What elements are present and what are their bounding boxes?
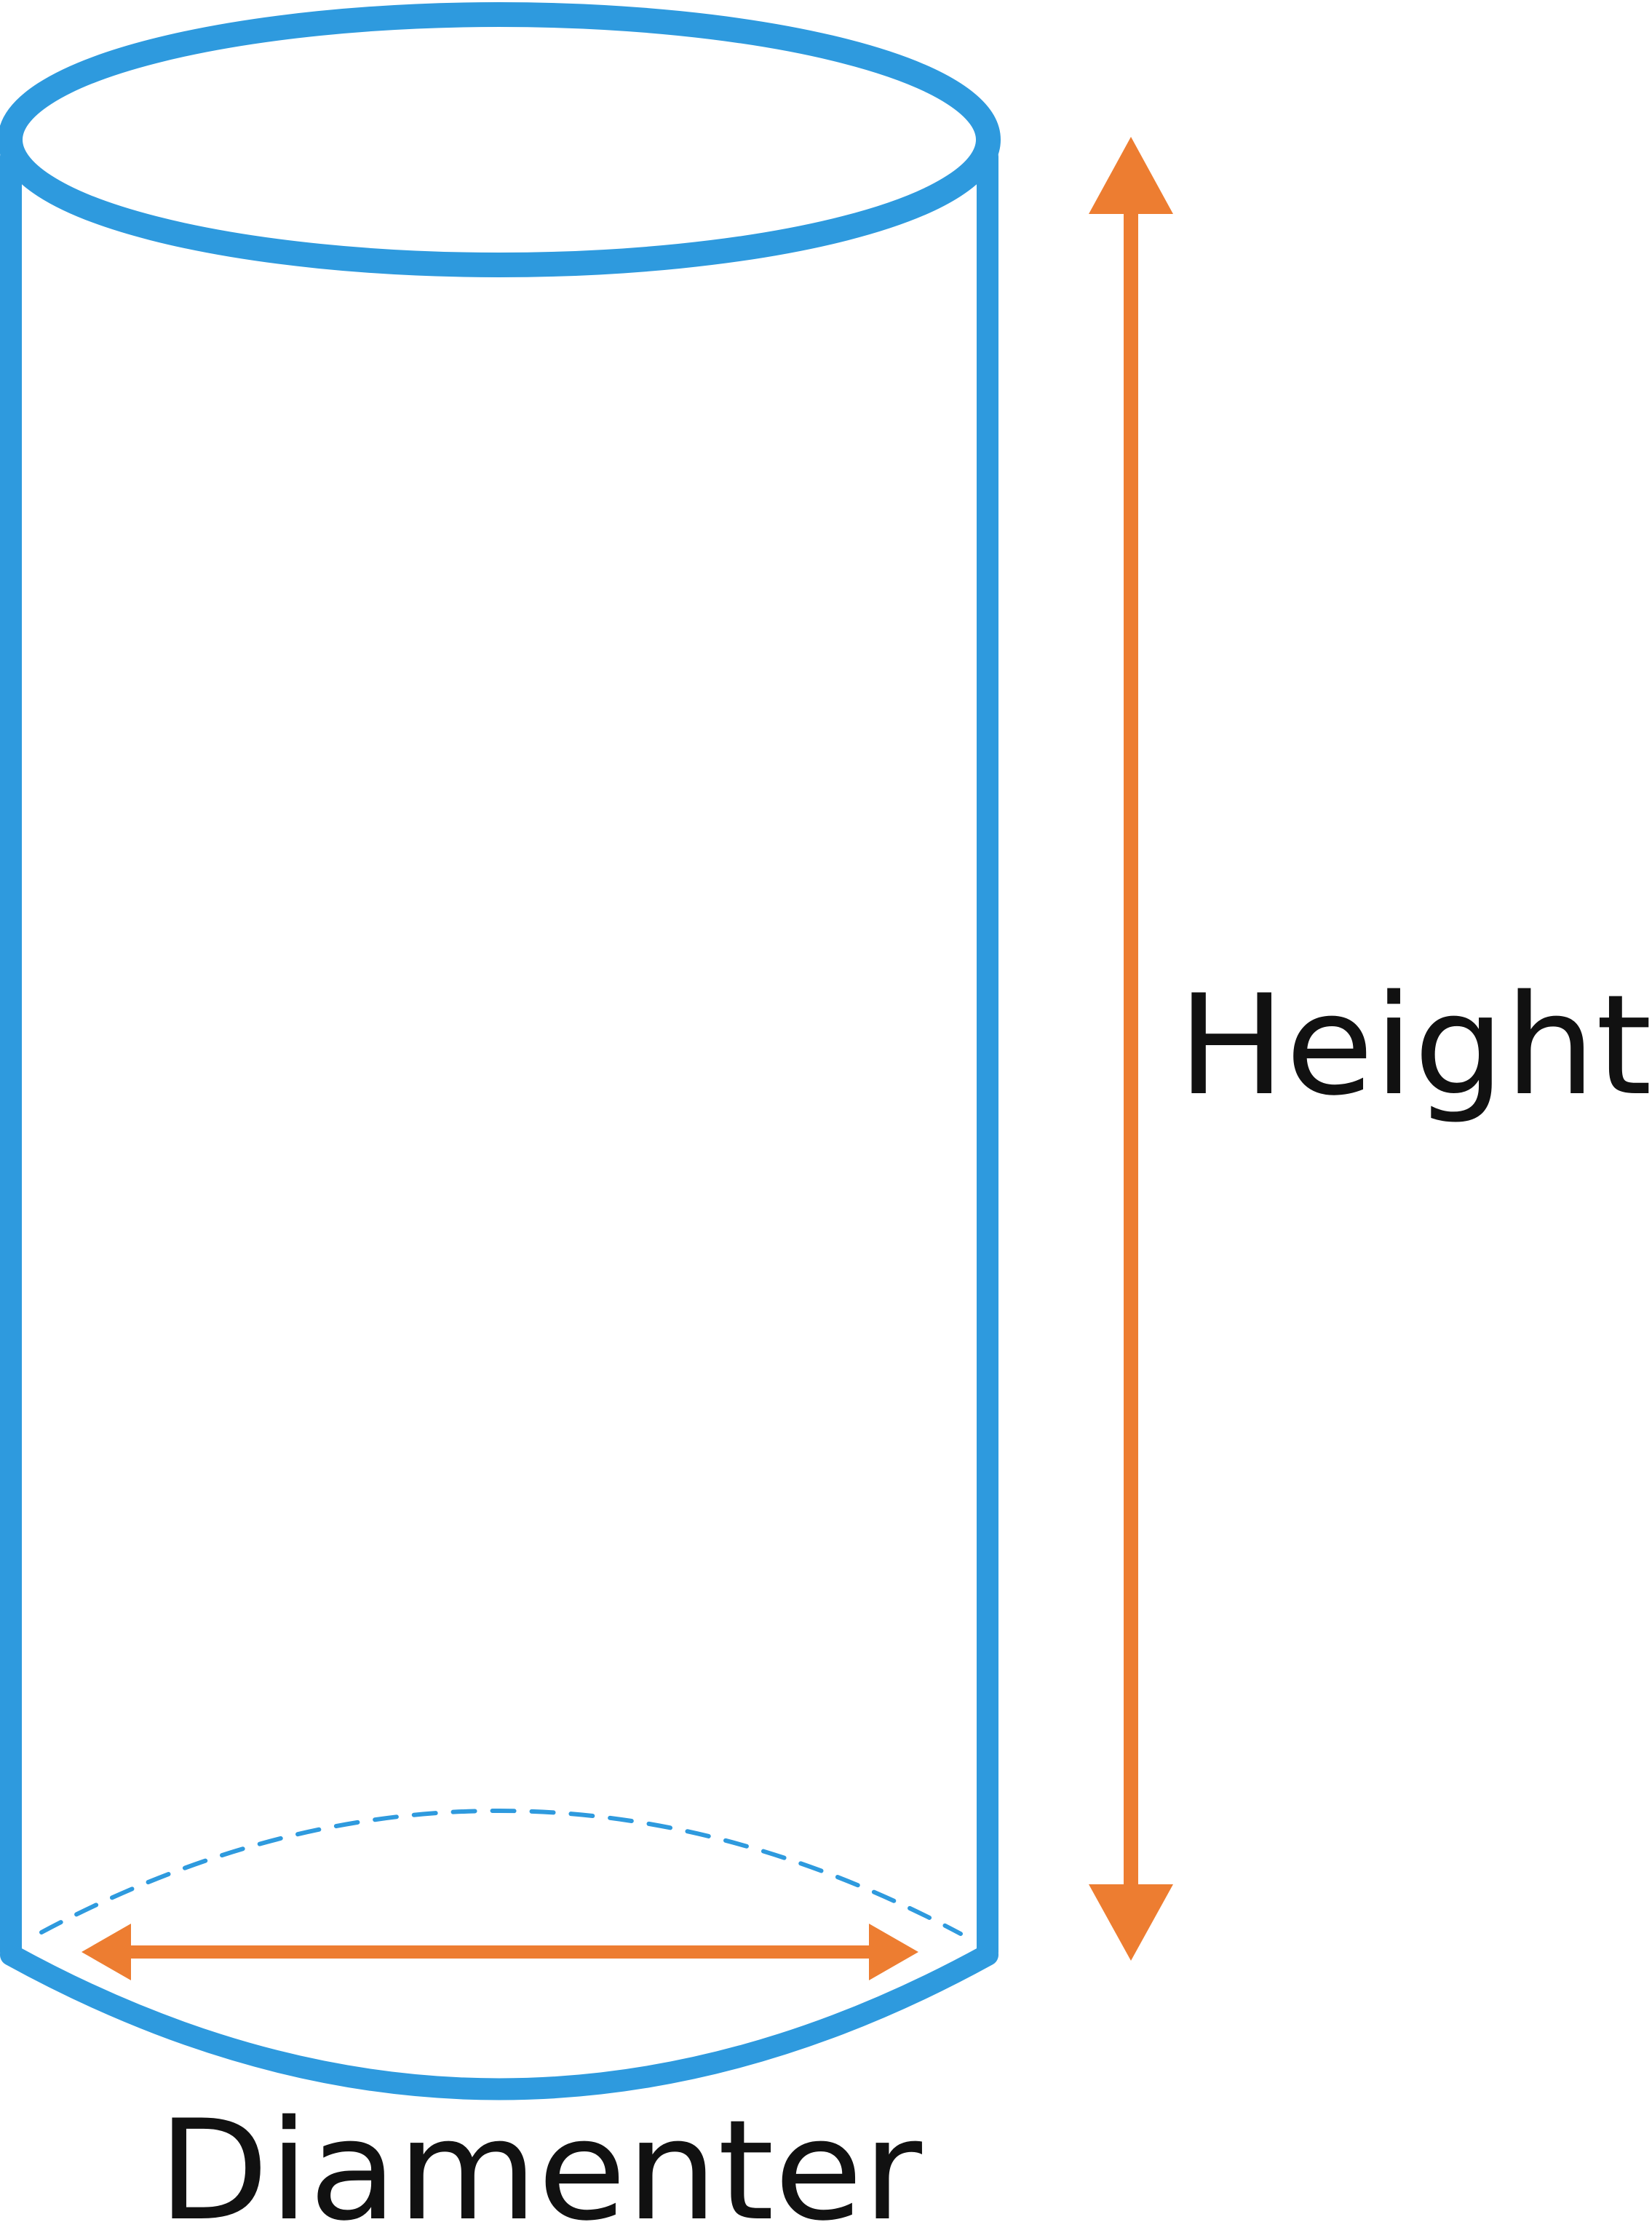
diameter-arrow bbox=[82, 1924, 918, 1980]
cylinder bbox=[0, 2, 1001, 2100]
cylinder-bottom-front-arc bbox=[0, 1944, 998, 2100]
diameter-arrow-head-left bbox=[82, 1924, 131, 1980]
height-arrow bbox=[1089, 137, 1173, 1961]
diameter-arrow-head-right bbox=[869, 1924, 918, 1980]
height-arrow-head-top bbox=[1089, 137, 1173, 214]
cylinder-top-ellipse bbox=[0, 2, 1001, 277]
cylinder-bottom-back-dashed-arc bbox=[39, 1809, 963, 1936]
diameter-label: Diamenter bbox=[158, 2090, 923, 2222]
height-arrow-head-bottom bbox=[1089, 1884, 1173, 1961]
height-label: Height bbox=[1178, 965, 1652, 1126]
